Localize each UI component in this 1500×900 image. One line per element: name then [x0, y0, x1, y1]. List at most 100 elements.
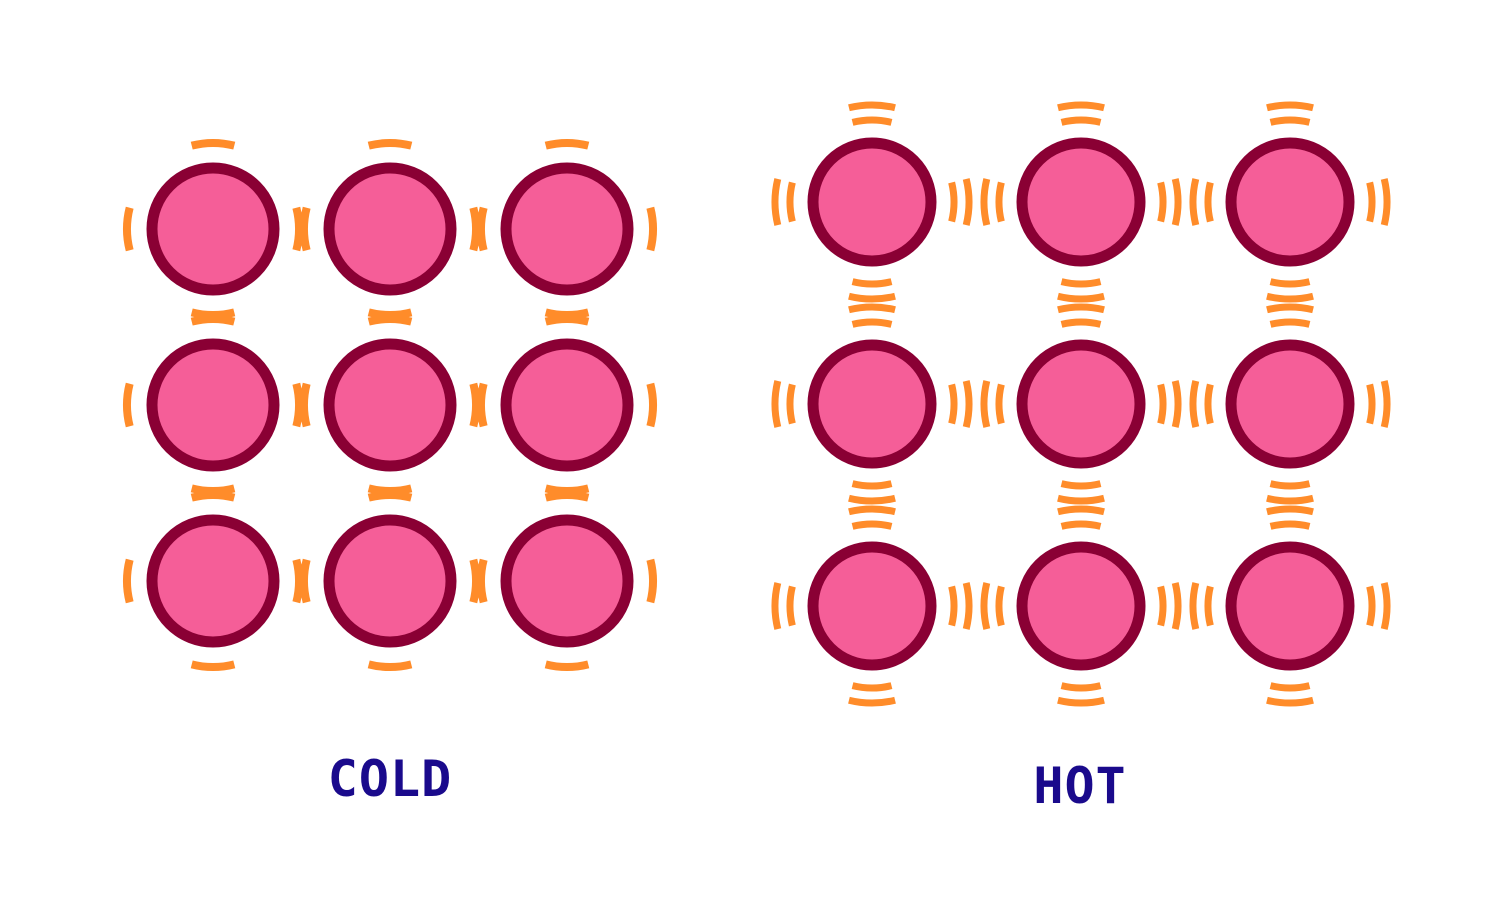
vibration-arc-right	[948, 585, 958, 627]
particle-circle	[807, 339, 937, 469]
vibration-arc-left	[786, 383, 796, 425]
vibration-arc-top	[848, 505, 896, 516]
vibration-arc-right	[469, 206, 481, 252]
vibration-arc-left	[786, 181, 796, 223]
vibration-arc-top	[367, 138, 413, 150]
vibration-arc-bottom	[851, 682, 893, 692]
vibration-arc-top	[1266, 303, 1314, 314]
vibration-arc-left	[771, 380, 782, 428]
vibration-arc-bottom	[544, 484, 590, 496]
vibration-arc-right	[962, 380, 973, 428]
cold-particle-r3c3	[476, 490, 658, 672]
vibration-arc-right	[1380, 582, 1391, 630]
hot-particle-r1c1	[771, 101, 973, 303]
vibration-arc-right	[646, 382, 658, 428]
vibration-arc-bottom	[851, 480, 893, 490]
cold-particle-r1c1	[122, 138, 304, 320]
vibration-arc-right	[1366, 585, 1376, 627]
vibration-arc-right	[292, 558, 304, 604]
hot-particle-r3c1	[771, 505, 973, 707]
vibration-arc-left	[980, 178, 991, 226]
vibration-arc-right	[948, 181, 958, 223]
vibration-arc-left	[122, 558, 134, 604]
hot-particle-r1c2	[980, 101, 1182, 303]
particle-circle	[1225, 137, 1355, 267]
vibration-arc-right	[292, 382, 304, 428]
vibration-arc-right	[1366, 181, 1376, 223]
vibration-arc-bottom	[1266, 696, 1314, 707]
hot-label: HOT	[1033, 757, 1127, 815]
vibration-arc-top	[544, 490, 590, 502]
vibration-arc-right	[1380, 380, 1391, 428]
vibration-arc-right	[1157, 181, 1167, 223]
particle-circle	[500, 514, 634, 648]
vibration-arc-top	[1269, 116, 1311, 126]
vibration-arc-left	[786, 585, 796, 627]
vibration-arc-top	[1266, 101, 1314, 112]
vibration-arc-left	[980, 380, 991, 428]
vibration-arc-right	[962, 178, 973, 226]
particle-circle	[1225, 541, 1355, 671]
vibration-arc-left	[476, 206, 488, 252]
vibration-arc-right	[646, 206, 658, 252]
particle-circle	[146, 162, 280, 296]
particle-circle	[1225, 339, 1355, 469]
vibration-arc-top	[190, 138, 236, 150]
vibration-arc-left	[299, 558, 311, 604]
particle-circle	[323, 162, 457, 296]
vibration-arc-top	[851, 318, 893, 328]
particle-circle	[1016, 339, 1146, 469]
vibration-arc-right	[1171, 178, 1182, 226]
vibration-arc-left	[980, 582, 991, 630]
particle-circle	[1016, 541, 1146, 671]
vibration-arc-left	[1189, 582, 1200, 630]
vibration-arc-top	[851, 116, 893, 126]
vibration-arc-top	[544, 138, 590, 150]
vibration-arc-bottom	[1269, 278, 1311, 288]
vibration-arc-bottom	[1057, 696, 1105, 707]
vibration-arc-right	[1171, 582, 1182, 630]
cold-particle-r1c3	[476, 138, 658, 320]
vibration-arc-bottom	[367, 660, 413, 672]
vibration-arc-right	[948, 383, 958, 425]
vibration-arc-right	[1171, 380, 1182, 428]
vibration-arc-bottom	[190, 308, 236, 320]
particle-circle	[807, 541, 937, 671]
particle-circle	[1016, 137, 1146, 267]
vibration-arc-bottom	[1266, 292, 1314, 303]
vibration-arc-top	[851, 520, 893, 530]
cold-particle-r1c2	[299, 138, 481, 320]
vibration-arc-bottom	[848, 696, 896, 707]
vibration-arc-left	[1189, 380, 1200, 428]
vibration-arc-top	[190, 314, 236, 326]
vibration-arc-left	[771, 178, 782, 226]
vibration-arc-bottom	[848, 292, 896, 303]
vibration-arc-bottom	[1060, 480, 1102, 490]
vibration-arc-bottom	[190, 484, 236, 496]
particle-circle	[146, 514, 280, 648]
particle-circle	[807, 137, 937, 267]
vibration-arc-right	[1380, 178, 1391, 226]
particle-circle	[500, 338, 634, 472]
vibration-arc-bottom	[544, 660, 590, 672]
hot-panel	[771, 101, 1391, 707]
vibration-arc-right	[469, 382, 481, 428]
vibration-arc-top	[367, 490, 413, 502]
vibration-arc-top	[1057, 101, 1105, 112]
vibration-arc-top	[1057, 303, 1105, 314]
hot-particle-r2c2	[980, 303, 1182, 505]
vibration-arc-bottom	[1269, 682, 1311, 692]
vibration-arc-right	[292, 206, 304, 252]
vibration-arc-left	[995, 585, 1005, 627]
particle-circle	[146, 338, 280, 472]
cold-label: COLD	[327, 750, 453, 808]
hot-particle-r3c3	[1189, 505, 1391, 707]
vibration-arc-left	[1204, 181, 1214, 223]
vibration-arc-right	[1157, 585, 1167, 627]
vibration-arc-bottom	[367, 308, 413, 320]
vibration-arc-left	[122, 382, 134, 428]
vibration-arc-left	[476, 382, 488, 428]
vibration-arc-bottom	[367, 484, 413, 496]
vibration-arc-left	[299, 382, 311, 428]
vibration-arc-bottom	[848, 494, 896, 505]
